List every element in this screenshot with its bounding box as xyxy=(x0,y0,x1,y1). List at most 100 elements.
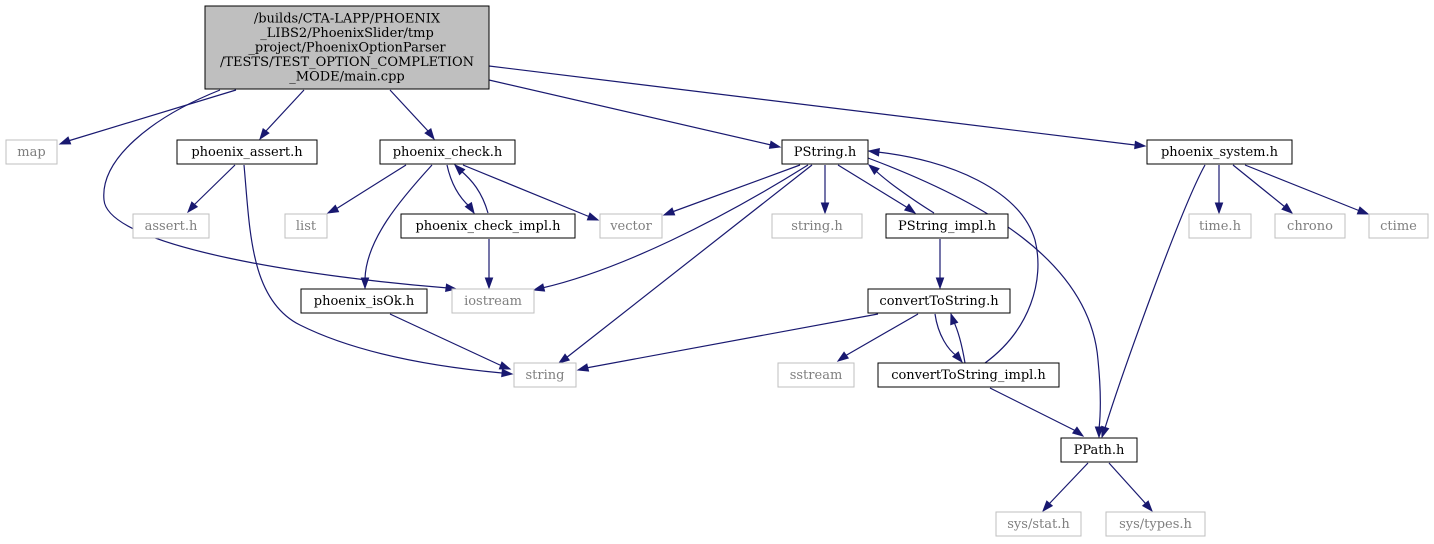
node-label: PString_impl.h xyxy=(898,219,997,234)
node-string: string xyxy=(513,362,577,388)
edge-main-to-iostream xyxy=(103,89,458,292)
node-label: iostream xyxy=(464,294,522,309)
edge-arrowhead xyxy=(1101,425,1110,439)
node-list: list xyxy=(284,213,328,239)
edge-pstring-to-iostream xyxy=(532,164,809,292)
node-box xyxy=(379,139,516,165)
node-box xyxy=(513,362,577,388)
edge-arrowhead xyxy=(1042,500,1054,513)
node-vector: vector xyxy=(599,213,663,239)
node-box xyxy=(5,139,58,165)
edge-converttostring-to-converttostring_impl xyxy=(934,313,963,364)
node-phoenix_isok[interactable]: phoenix_isOk.h xyxy=(300,288,428,314)
edge-phoenix_check_impl-to-phoenix_check xyxy=(453,163,489,214)
node-label: _LIBS2/PhoenixSlider/tmp xyxy=(260,26,434,41)
edge-line xyxy=(565,164,813,359)
edge-arrowhead xyxy=(867,164,880,176)
node-label: string xyxy=(526,368,565,383)
edge-phoenix_system-to-chrono xyxy=(1232,164,1294,214)
node-phoenix_system[interactable]: phoenix_system.h xyxy=(1146,139,1293,165)
edge-arrowhead xyxy=(662,207,676,216)
node-phoenix_assert[interactable]: phoenix_assert.h xyxy=(176,139,318,165)
edge-phoenix_assert-to-string xyxy=(243,164,514,378)
node-label: phoenix_isOk.h xyxy=(314,294,415,309)
edge-pstring_impl-to-converttostring xyxy=(935,239,945,290)
edge-line xyxy=(1104,164,1206,429)
node-converttostring[interactable]: convertToString.h xyxy=(867,288,1011,314)
edge-line xyxy=(1232,164,1286,208)
node-box xyxy=(451,288,535,314)
edge-main-to-phoenix_assert xyxy=(259,89,305,141)
node-label: sstream xyxy=(790,368,843,383)
node-label: _MODE/main.cpp xyxy=(289,69,404,84)
node-label: vector xyxy=(609,219,652,234)
node-ppath[interactable]: PPath.h xyxy=(1060,437,1138,463)
node-label: chrono xyxy=(1287,219,1333,234)
node-box xyxy=(781,139,869,165)
edge-arrowhead xyxy=(768,140,782,149)
edge-phoenix_isok-to-string xyxy=(389,313,512,370)
edge-pstring_impl-to-pstring xyxy=(867,164,935,214)
node-box xyxy=(1060,437,1138,463)
node-box xyxy=(777,362,855,388)
edge-line xyxy=(459,169,489,214)
edge-phoenix_check_impl-to-iostream xyxy=(484,239,494,290)
node-sstream: sstream xyxy=(777,362,855,388)
node-iostream: iostream xyxy=(451,288,535,314)
edge-line xyxy=(193,164,236,206)
node-phoenix_check[interactable]: phoenix_check.h xyxy=(379,139,516,165)
edge-arrowhead xyxy=(498,361,512,370)
edge-arrowhead xyxy=(532,283,546,292)
edge-pstring-to-ppath xyxy=(867,157,1104,439)
edge-line xyxy=(389,89,429,132)
edge-line xyxy=(1244,164,1361,212)
nodes-layer: /builds/CTA-LAPP/PHOENIX_LIBS2/PhoenixSl… xyxy=(5,5,1429,537)
node-box xyxy=(995,511,1082,537)
edge-pstring-to-string_h xyxy=(820,165,830,215)
edge-converttostring_impl-to-ppath xyxy=(989,387,1085,437)
edge-line xyxy=(67,89,237,142)
node-label: PPath.h xyxy=(1074,443,1125,458)
node-time_h: time.h xyxy=(1188,213,1252,239)
edge-line xyxy=(837,164,909,209)
edge-arrowhead xyxy=(576,363,590,372)
edge-line xyxy=(541,164,809,289)
node-label: assert.h xyxy=(145,219,198,234)
edge-converttostring-to-sstream xyxy=(836,313,919,362)
edge-line xyxy=(1108,462,1147,505)
node-phoenix_check_impl[interactable]: phoenix_check_impl.h xyxy=(400,213,576,239)
edge-arrowhead xyxy=(951,351,963,364)
edge-line xyxy=(488,65,1136,146)
node-box xyxy=(867,288,1011,314)
edge-arrowhead xyxy=(557,353,571,364)
node-box xyxy=(771,213,863,239)
edge-arrowhead xyxy=(836,351,850,362)
node-chrono: chrono xyxy=(1274,213,1346,239)
node-label: string.h xyxy=(791,219,843,234)
edge-converttostring-to-string xyxy=(576,313,879,372)
edge-arrowhead xyxy=(1141,500,1153,513)
edge-arrowhead xyxy=(1071,426,1085,437)
edge-ppath-to-sys_types xyxy=(1108,462,1153,513)
edge-line xyxy=(488,79,772,146)
node-box xyxy=(885,213,1009,239)
edge-line xyxy=(103,89,449,289)
node-assert_h: assert.h xyxy=(132,213,210,239)
node-pstring_impl[interactable]: PString_impl.h xyxy=(885,213,1009,239)
node-converttostring_impl[interactable]: convertToString_impl.h xyxy=(877,362,1060,388)
edge-main-to-map xyxy=(58,89,237,145)
node-label: list xyxy=(296,219,317,234)
edge-arrowhead xyxy=(326,204,340,214)
edge-phoenix_assert-to-assert_h xyxy=(187,164,236,214)
edge-arrowhead xyxy=(1134,140,1147,150)
node-pstring[interactable]: PString.h xyxy=(781,139,869,165)
node-box xyxy=(1146,139,1293,165)
edge-main-to-phoenix_system xyxy=(488,65,1147,150)
edge-phoenix_check-to-list xyxy=(326,164,407,214)
node-label: _project/PhoenixOptionParser xyxy=(248,40,446,55)
edge-phoenix_system-to-ppath xyxy=(1101,164,1206,439)
node-box xyxy=(877,362,1060,388)
node-label: time.h xyxy=(1199,219,1242,234)
node-label: phoenix_system.h xyxy=(1161,145,1279,160)
